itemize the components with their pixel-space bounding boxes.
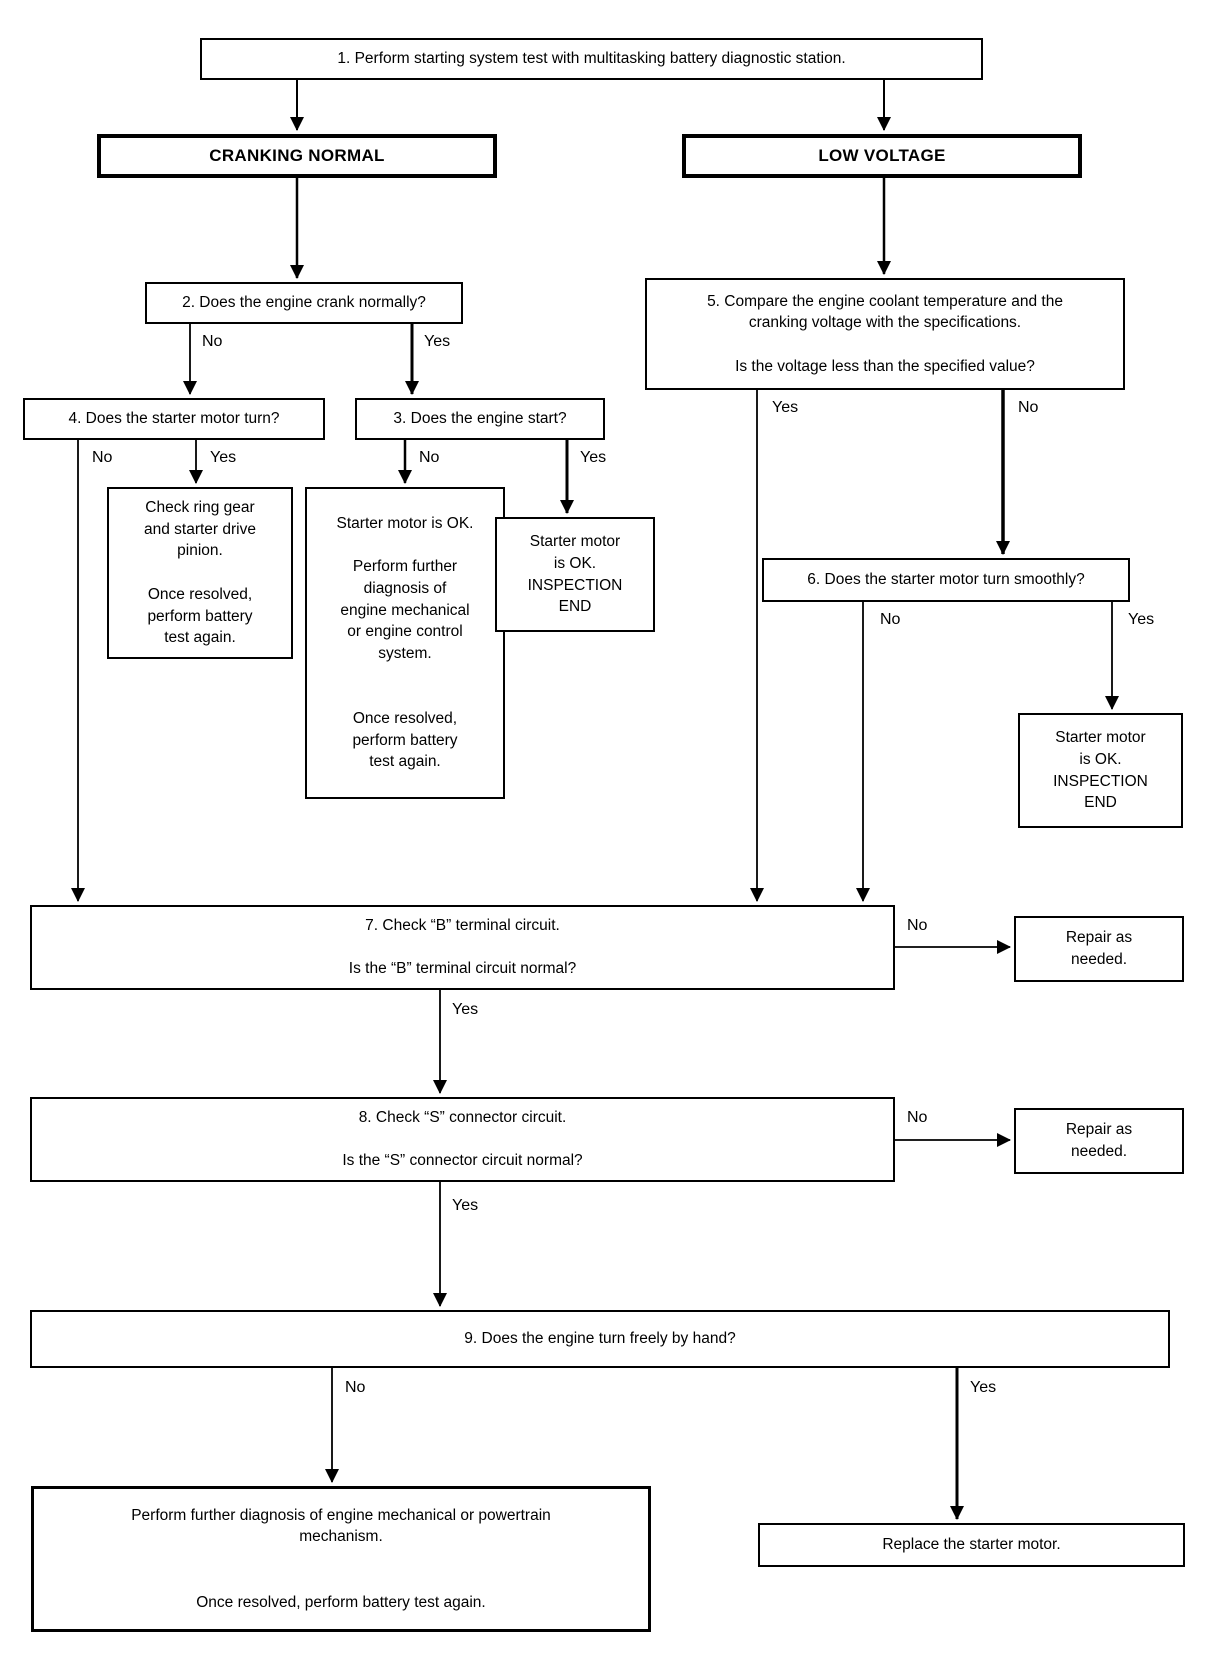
edge-label-step3-yes: Yes	[580, 449, 607, 466]
edge-label-step7-no: No	[907, 917, 928, 934]
node-low-voltage: LOW VOLTAGE	[682, 134, 1082, 178]
edge-label-step3-no: No	[419, 449, 440, 466]
node-repair-as-needed-2: Repair as needed.	[1014, 1108, 1184, 1174]
edge-label-step6-yes: Yes	[1128, 611, 1155, 628]
node-replace-starter-motor: Replace the starter motor.	[758, 1523, 1185, 1567]
node-step9: 9. Does the engine turn freely by hand?	[30, 1310, 1170, 1368]
edge-label-step4-no: No	[92, 449, 113, 466]
node-starter-ok-inspection-end-1: Starter motor is OK. INSPECTION END	[495, 517, 655, 632]
edge-label-step7-yes: Yes	[452, 1001, 479, 1018]
edge-label-step9-yes: Yes	[970, 1379, 997, 1396]
edge-label-step2-yes: Yes	[424, 333, 451, 350]
node-repair-as-needed-1: Repair as needed.	[1014, 916, 1184, 982]
node-step4: 4. Does the starter motor turn?	[23, 398, 325, 440]
node-step7: 7. Check “B” terminal circuit. Is the “B…	[30, 905, 895, 990]
node-step3: 3. Does the engine start?	[355, 398, 605, 440]
edge-label-step9-no: No	[345, 1379, 366, 1396]
node-step1: 1. Perform starting system test with mul…	[200, 38, 983, 80]
edge-label-step6-no: No	[880, 611, 901, 628]
node-further-diagnosis-powertrain: Perform further diagnosis of engine mech…	[31, 1486, 651, 1632]
node-starter-ok-further-diagnosis: Starter motor is OK. Perform further dia…	[305, 487, 505, 799]
edge-label-step5-no: No	[1018, 399, 1039, 416]
edge-label-step2-no: No	[202, 333, 223, 350]
edge-label-step5-yes: Yes	[772, 399, 799, 416]
node-step8: 8. Check “S” connector circuit. Is the “…	[30, 1097, 895, 1182]
node-cranking-normal: CRANKING NORMAL	[97, 134, 497, 178]
edge-label-step8-no: No	[907, 1109, 928, 1126]
node-step2: 2. Does the engine crank normally?	[145, 282, 463, 324]
node-step5: 5. Compare the engine coolant temperatur…	[645, 278, 1125, 390]
edge-label-step8-yes: Yes	[452, 1197, 479, 1214]
node-check-ring-gear: Check ring gear and starter drive pinion…	[107, 487, 293, 659]
node-starter-ok-inspection-end-2: Starter motor is OK. INSPECTION END	[1018, 713, 1183, 828]
node-step6: 6. Does the starter motor turn smoothly?	[762, 558, 1130, 602]
edge-label-step4-yes: Yes	[210, 449, 237, 466]
